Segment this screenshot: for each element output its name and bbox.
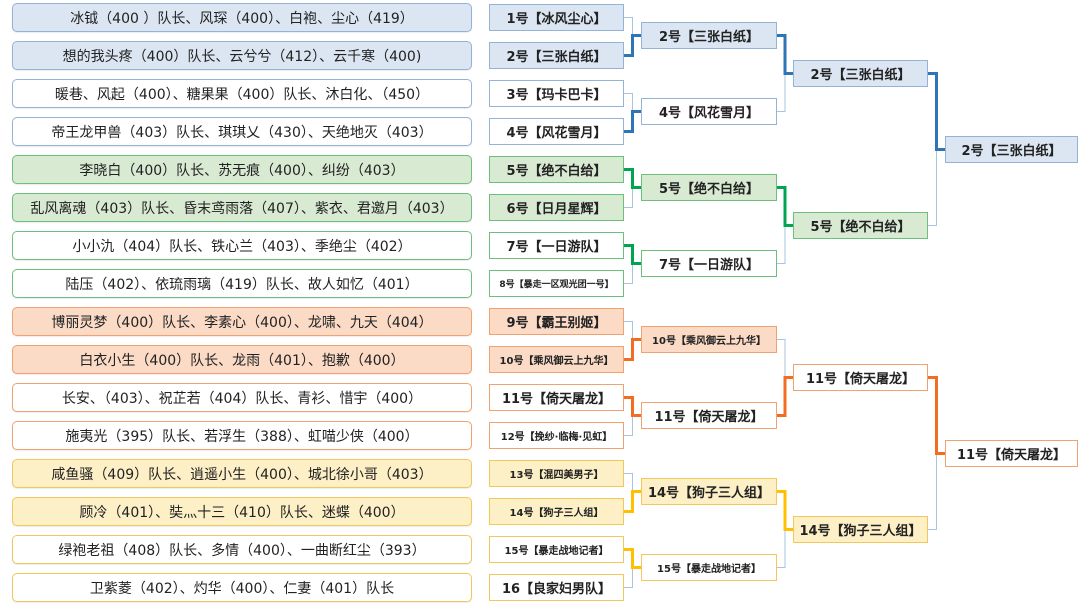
round1-slot-16: 16【良家妇男队】 bbox=[489, 574, 624, 601]
team-roster-8: 陆压（402）、依琉雨璃（419）队长、故人如忆（401） bbox=[12, 269, 472, 298]
r1-match-8-winner-line bbox=[624, 548, 641, 569]
r1-match-4-loser-line bbox=[624, 263, 633, 284]
round3-slot-3: 11号【倚天屠龙】 bbox=[793, 364, 928, 391]
round1-slot-7: 7号【一日游队】 bbox=[489, 232, 624, 259]
round1-slot-1: 1号【冰风尘心】 bbox=[489, 4, 624, 31]
round1-slot-10: 10号【乘风御云上九华】 bbox=[489, 346, 624, 373]
team-roster-12: 施夷光（395）队长、若浮生（388）、虹喵少侠（400） bbox=[12, 421, 472, 450]
r1-match-6-winner-line bbox=[624, 396, 641, 417]
round1-slot-9: 9号【霸王别姬】 bbox=[489, 308, 624, 335]
round1-slot-14: 14号【狗子三人组】 bbox=[489, 498, 624, 525]
team-roster-5: 李晓白（400）队长、苏无痕（400）、纠纷（403） bbox=[12, 155, 472, 184]
team-roster-1: 冰钺（400 ）队长、风琛（400）、白袍、尘心（419） bbox=[12, 3, 472, 32]
round1-slot-15: 15号【暴走战地记者】 bbox=[489, 536, 624, 563]
r2-match-3-winner-line bbox=[777, 376, 793, 417]
team-roster-6: 乱风离魂（403）队长、昏末鸢雨落（407）、紫衣、君邀月（403） bbox=[12, 193, 472, 222]
r1-match-5-winner-line bbox=[624, 338, 641, 361]
r2-match-4-winner-line bbox=[777, 490, 793, 531]
team-roster-4: 帝王龙甲兽（403）队长、琪琪乂（430）、天绝地灭（403） bbox=[12, 117, 472, 146]
r1-match-7-loser-line bbox=[624, 473, 633, 492]
round1-slot-12: 12号【挽纱·临梅·见虹】 bbox=[489, 422, 624, 449]
round4-slot-2: 11号【倚天屠龙】 bbox=[945, 440, 1078, 467]
r1-match-2-loser-line bbox=[624, 93, 633, 112]
r3-match-2-loser-line bbox=[928, 453, 937, 530]
r1-match-3-winner-line bbox=[624, 168, 641, 189]
team-roster-16: 卫紫菱（402）、灼华（400）、仁妻（401）队长 bbox=[12, 573, 472, 602]
team-roster-14: 顾冷（401）、奘灬十三（410）队长、迷蝶（400） bbox=[12, 497, 472, 526]
team-roster-15: 绿袍老祖（408）队长、多情（400）、一曲断红尘（393） bbox=[12, 535, 472, 564]
round2-slot-6: 11号【倚天屠龙】 bbox=[641, 402, 777, 429]
r2-match-3-loser-line bbox=[777, 339, 786, 378]
round2-slot-5: 10号【乘风御云上九华】 bbox=[641, 326, 777, 353]
round2-slot-2: 4号【风花雪月】 bbox=[641, 98, 777, 125]
round1-slot-5: 5号【绝不白给】 bbox=[489, 156, 624, 183]
r1-match-5-loser-line bbox=[624, 321, 633, 340]
round2-slot-7: 14号【狗子三人组】 bbox=[641, 478, 777, 505]
r3-match-1-winner-line bbox=[928, 72, 945, 151]
r2-match-2-winner-line bbox=[777, 186, 793, 227]
round1-slot-11: 11号【倚天屠龙】 bbox=[489, 384, 624, 411]
round2-slot-1: 2号【三张白纸】 bbox=[641, 22, 777, 49]
team-roster-11: 长安、（403）、祝芷若（404）队长、青衫、惜宇（400） bbox=[12, 383, 472, 412]
r2-match-2-loser-line bbox=[777, 225, 786, 264]
round1-slot-8: 8号【暴走一区观光团一号】 bbox=[489, 270, 624, 297]
round1-slot-3: 3号【玛卡巴卡】 bbox=[489, 80, 624, 107]
team-roster-3: 暖巷、风起（400）、糖果果（400）队长、沐白化、（450） bbox=[12, 79, 472, 108]
r1-match-2-winner-line bbox=[624, 110, 641, 133]
round2-slot-8: 15号【暴走战地记者】 bbox=[641, 554, 777, 581]
r1-match-4-winner-line bbox=[624, 244, 641, 265]
team-roster-9: 博丽灵梦（400）队长、李素心（400）、龙啸、九天（404） bbox=[12, 307, 472, 336]
round1-slot-2: 2号【三张白纸】 bbox=[489, 42, 624, 69]
r1-match-1-winner-line bbox=[624, 34, 641, 57]
r2-match-1-winner-line bbox=[777, 34, 793, 75]
round3-slot-1: 2号【三张白纸】 bbox=[793, 60, 928, 87]
r1-match-3-loser-line bbox=[624, 187, 633, 208]
r1-match-8-loser-line bbox=[624, 567, 633, 588]
r2-match-4-loser-line bbox=[777, 529, 786, 568]
r3-match-1-loser-line bbox=[928, 149, 937, 226]
round1-slot-13: 13号【混四美男子】 bbox=[489, 460, 624, 487]
round4-slot-1: 2号【三张白纸】 bbox=[945, 136, 1078, 163]
r1-match-7-winner-line bbox=[624, 490, 641, 513]
r3-match-2-winner-line bbox=[928, 376, 945, 455]
team-roster-13: 咸鱼骚（409）队长、逍遥小生（400）、城北徐小哥（403） bbox=[12, 459, 472, 488]
r2-match-1-loser-line bbox=[777, 73, 786, 112]
team-roster-10: 白衣小生（400）队长、龙雨（401）、抱歉（400） bbox=[12, 345, 472, 374]
round3-slot-4: 14号【狗子三人组】 bbox=[793, 516, 928, 543]
r1-match-1-loser-line bbox=[624, 17, 633, 36]
round2-slot-3: 5号【绝不白给】 bbox=[641, 174, 777, 201]
round1-slot-4: 4号【风花雪月】 bbox=[489, 118, 624, 145]
team-roster-7: 小小氿（404）队长、铁心兰（403）、季绝尘（402） bbox=[12, 231, 472, 260]
team-roster-2: 想的我头疼（400）队长、云兮兮（412）、云千寒（400) bbox=[12, 41, 472, 70]
round2-slot-4: 7号【一日游队】 bbox=[641, 250, 777, 277]
round1-slot-6: 6号【日月星辉】 bbox=[489, 194, 624, 221]
round3-slot-2: 5号【绝不白给】 bbox=[793, 212, 928, 239]
r1-match-6-loser-line bbox=[624, 415, 633, 436]
